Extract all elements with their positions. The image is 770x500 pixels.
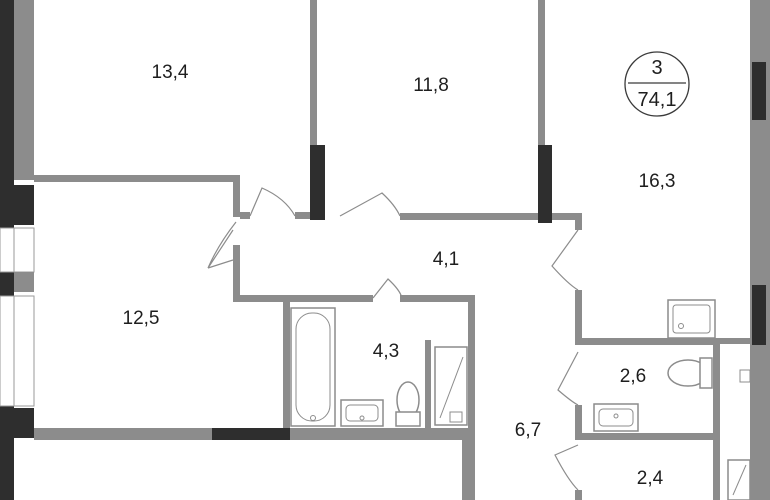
door-hall-left: [207, 221, 237, 269]
room-area-label: 11,8: [413, 75, 449, 96]
apartment-badge: 3 74,1: [624, 51, 690, 117]
door-bedroom-top-left: [249, 187, 296, 217]
room-area-label: 4,3: [373, 341, 399, 362]
doors: [207, 187, 579, 491]
door-hall-left-2: [207, 259, 234, 269]
left-facade: [0, 0, 35, 500]
total-area: 74,1: [638, 89, 677, 111]
bathtub-icon: [290, 307, 336, 427]
room-area-label: 2,6: [620, 366, 646, 387]
door-bathroom: [372, 278, 403, 299]
door-storage: [554, 444, 579, 491]
room-area-label: 4,1: [433, 249, 459, 270]
sink-icon: [340, 399, 384, 427]
kitchen-sink-icon: [667, 299, 716, 339]
room-area-label: 16,3: [639, 171, 676, 192]
toilet-icon: [395, 381, 421, 427]
rooms-count: 3: [651, 57, 662, 79]
room-area-label: 12,5: [123, 308, 160, 329]
fixtures: [290, 299, 751, 500]
room-labels: 13,4 11,8 16,3 4,1 12,5 4,3 6,7 2,6 2,4: [123, 62, 676, 489]
walls: [34, 0, 770, 500]
room-area-label: 13,4: [152, 62, 189, 83]
door-wc: [557, 351, 579, 406]
wc-sink-icon: [593, 403, 639, 432]
door-bedroom-top-middle: [339, 192, 401, 217]
room-area-label: 6,7: [515, 420, 541, 441]
appliance-icon: [434, 346, 468, 426]
shaft-icon: [727, 369, 751, 500]
door-living: [551, 229, 579, 291]
room-area-label: 2,4: [637, 468, 664, 489]
wc-toilet-icon: [667, 357, 713, 389]
